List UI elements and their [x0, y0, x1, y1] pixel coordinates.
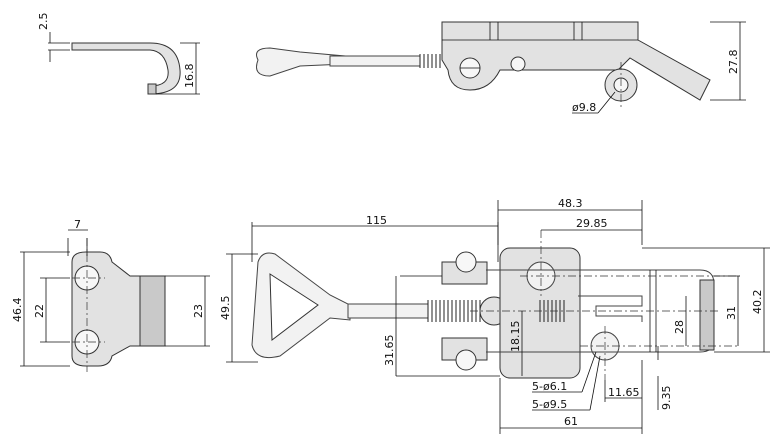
dim-holes-small: 5-ø6.1: [532, 380, 567, 393]
handle-inner: [269, 273, 319, 341]
dim-total-length: 115: [366, 214, 387, 227]
latch-frame-inner: [578, 295, 643, 322]
dim-inner-28: 28: [673, 320, 686, 334]
dim-top-width: 48.3: [558, 197, 583, 210]
dim-holes-large: 5-ø9.5: [532, 398, 567, 411]
dim-front-height: 31.65: [383, 335, 396, 367]
dim-handle-width: 49.5: [219, 296, 232, 321]
latch-front-view: 115 48.3 29.85 49.5 31.65 18.15 28 31: [219, 197, 770, 434]
front-rod: [347, 303, 429, 319]
dim-offset-right: 11.65: [608, 386, 640, 399]
dim-base-height: 46.4: [11, 298, 24, 323]
dim-outer-height: 40.2: [751, 290, 764, 315]
hook-part: [71, 42, 181, 95]
latch-side-view: 27.8 ø9.8: [256, 21, 746, 114]
side-thread: [419, 54, 441, 68]
dim-hook-height: 16.8: [183, 64, 196, 89]
hook-view: 2.5 16.8: [37, 13, 200, 95]
dim-offset-small: 9.35: [660, 386, 673, 411]
frame-end: [699, 279, 715, 351]
dim-base-right: 23: [192, 304, 205, 318]
side-hole: [510, 56, 526, 72]
dim-top-offset: 29.85: [576, 217, 608, 230]
dim-bottom-width: 61: [564, 415, 578, 428]
base-flange: [139, 275, 166, 347]
base-plate-view: 7 46.4 22 23: [11, 218, 210, 372]
front-thread: [427, 300, 481, 322]
dim-front-center: 18.15: [509, 321, 522, 353]
dim-hook-thickness: 2.5: [37, 13, 50, 31]
dim-base-holes: 22: [33, 304, 46, 318]
dim-side-height: 27.8: [727, 50, 740, 75]
side-lever: [441, 21, 711, 101]
hinge-bottom-pin: [455, 349, 477, 371]
dim-pivot-hole: ø9.8: [572, 101, 596, 114]
dim-base-pitch: 7: [74, 218, 81, 231]
hook-tip: [147, 83, 157, 95]
side-rod: [329, 55, 421, 67]
dim-inner-31: 31: [725, 306, 738, 320]
hinge-top-pin: [455, 251, 477, 273]
